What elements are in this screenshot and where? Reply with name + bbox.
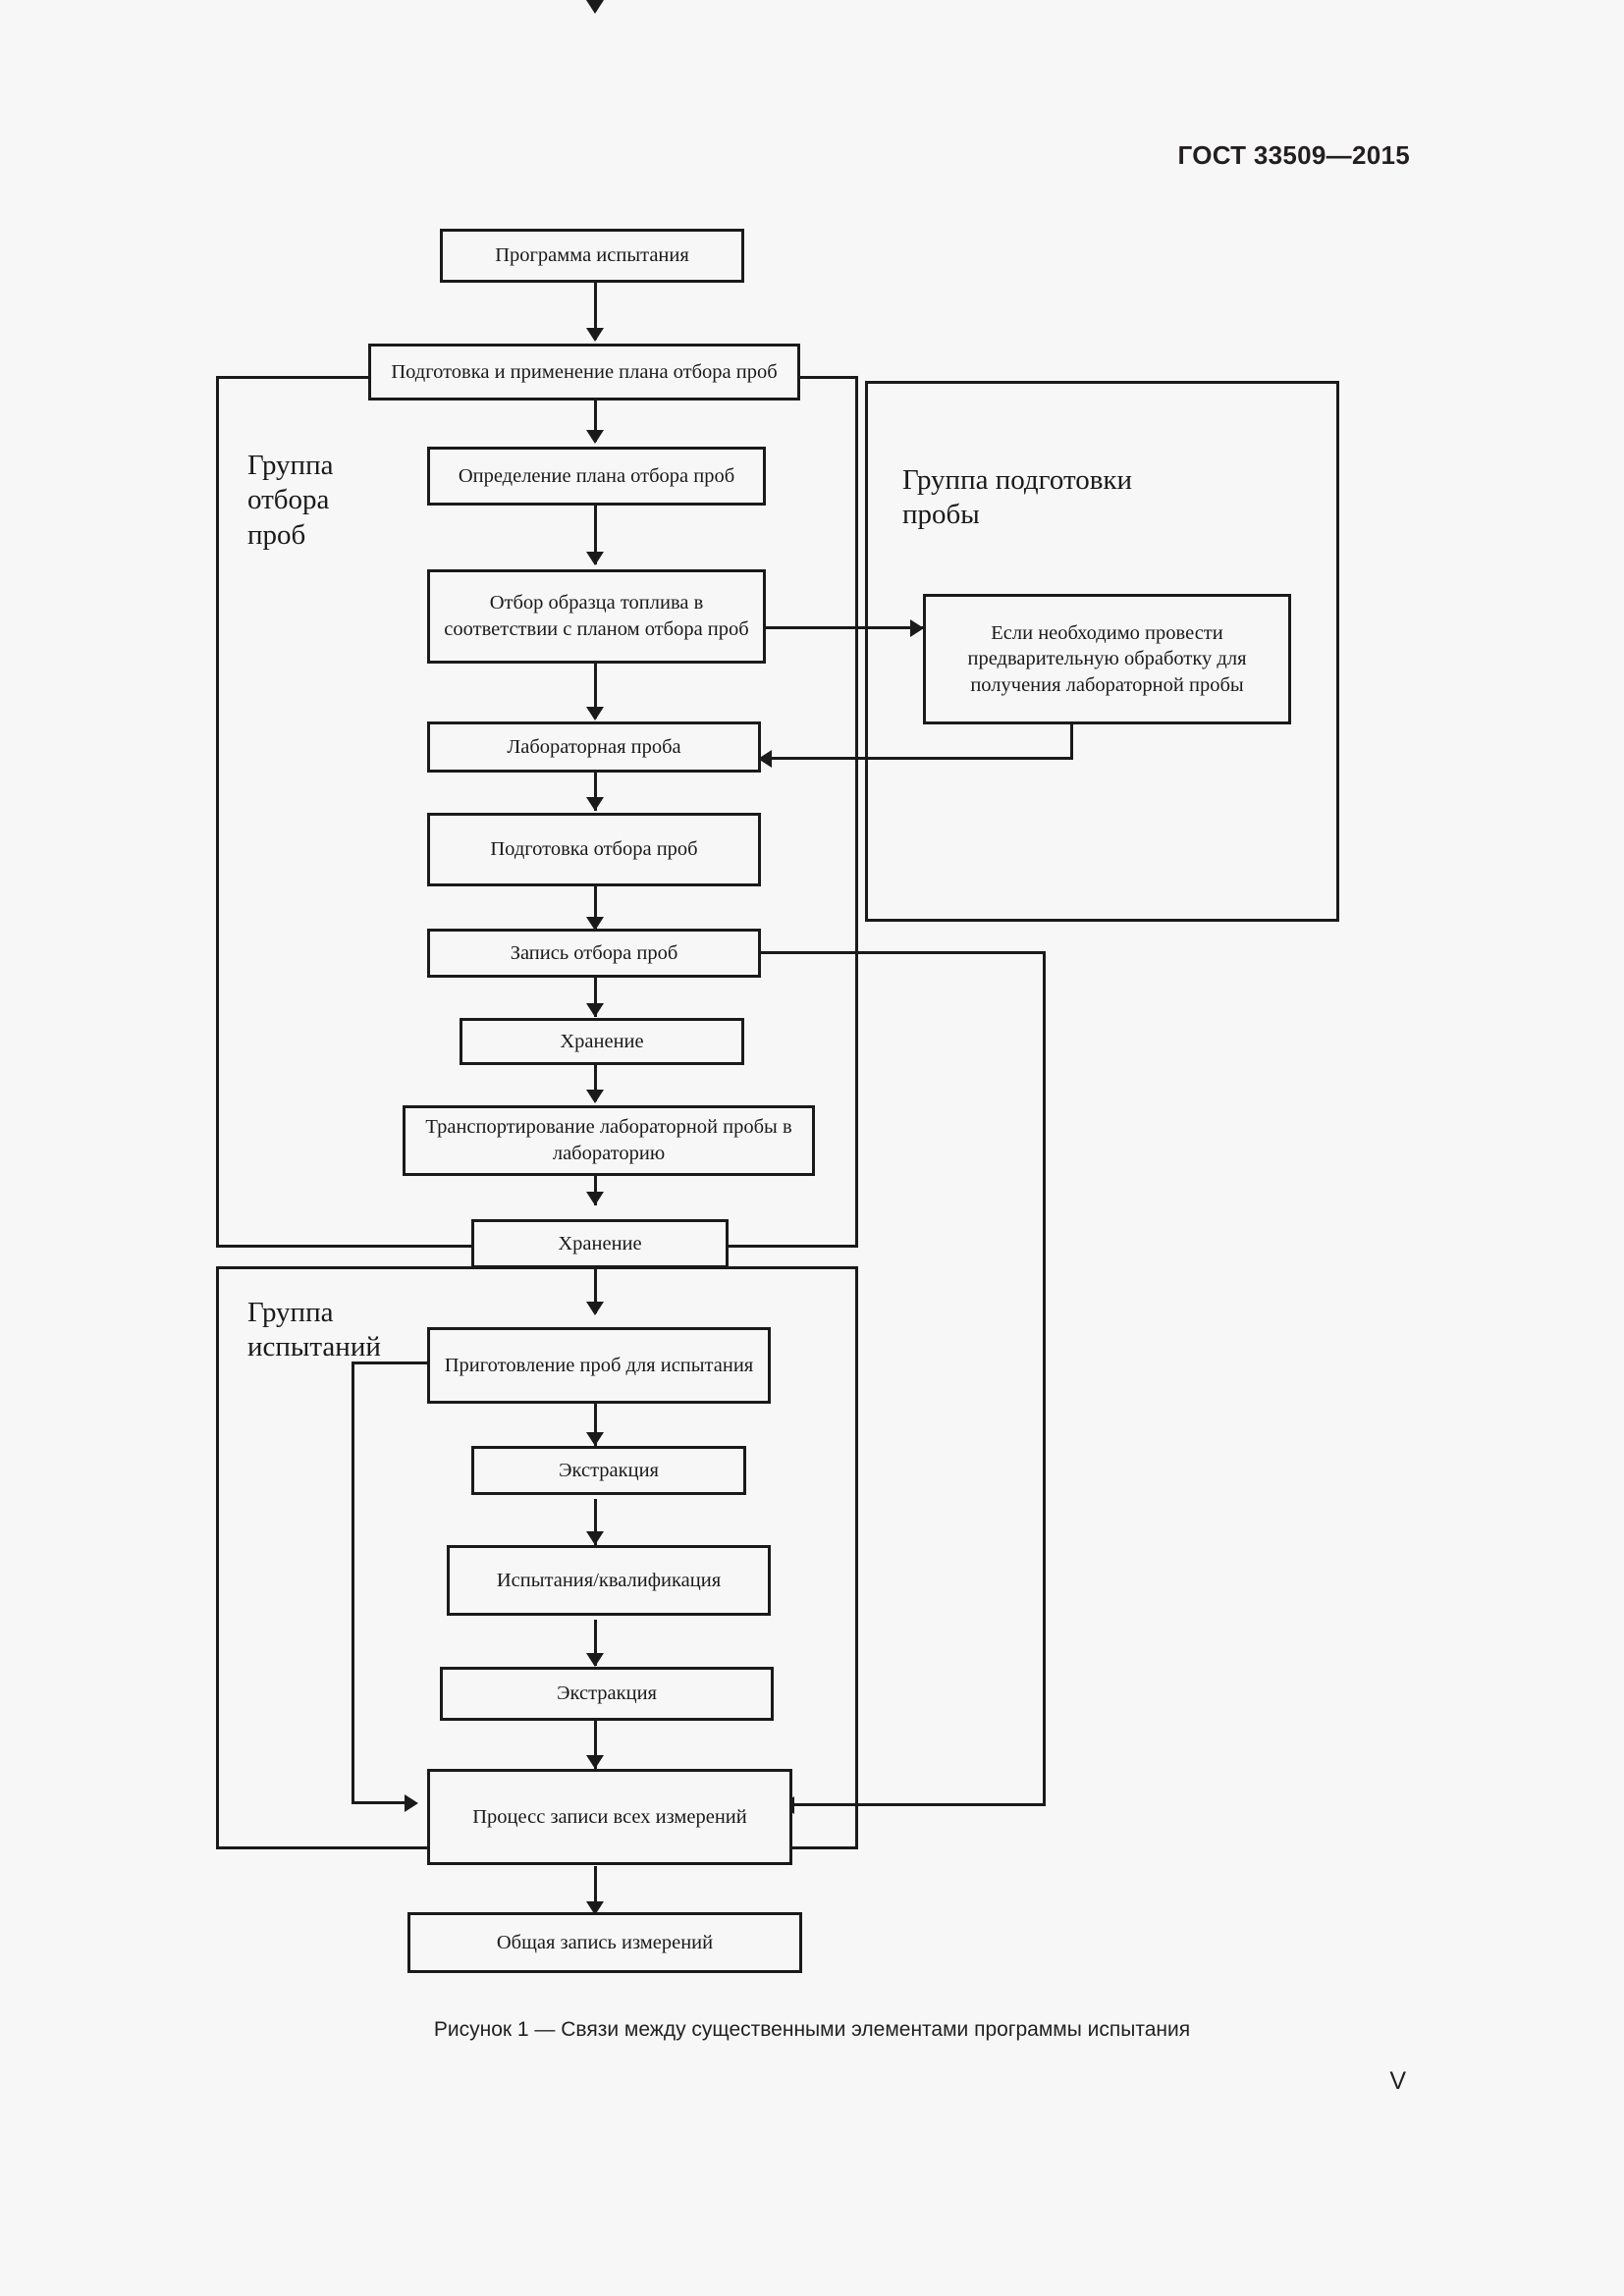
connector-feedback-from-test-prep <box>352 1362 430 1364</box>
node-transport-label: Транспортирование лабораторной пробы в л… <box>425 1116 792 1164</box>
connector-pretreatment-down <box>1070 724 1073 760</box>
group-label-sampling: Группа отбора проб <box>247 450 334 551</box>
connector-test-prep-to-extraction1 <box>594 1403 597 1447</box>
node-plan-prep-apply-label: Подготовка и применение плана отбора про… <box>391 360 778 383</box>
node-storage-1[interactable]: Хранение <box>460 1018 744 1065</box>
node-lab-sample-label: Лабораторная проба <box>507 735 681 758</box>
connector-testing-to-extraction2 <box>594 1620 597 1666</box>
connector-lab-sample-to-prep <box>594 757 597 811</box>
arrowhead-testing-to-extraction2 <box>586 1653 604 1667</box>
node-storage-1-label: Хранение <box>560 1030 644 1052</box>
node-storage-2[interactable]: Хранение <box>471 1219 729 1268</box>
node-storage-2-label: Хранение <box>558 1232 642 1255</box>
arrowhead-prep-to-record <box>586 917 604 931</box>
node-lab-sample[interactable]: Лабораторная проба <box>427 721 761 773</box>
node-sampling-prep-label: Подготовка отбора проб <box>490 838 698 861</box>
page-number: V <box>1389 2067 1406 2095</box>
node-extraction-1-label: Экстракция <box>559 1459 659 1481</box>
node-total-record-label: Общая запись измерений <box>496 1931 714 1953</box>
arrowhead-storage1-to-transport-2 <box>586 1090 604 1103</box>
connector-record-to-storage1 <box>594 974 597 1017</box>
node-record-process-label: Процесс записи всех измерений <box>472 1805 747 1828</box>
node-extraction-2-label: Экстракция <box>557 1682 657 1705</box>
group-frame-sample-preparation <box>865 381 1339 922</box>
connector-prep-to-record <box>594 872 597 929</box>
arrowhead-storage1-to-transport <box>586 0 604 14</box>
node-fuel-sampling[interactable]: Отбор образца топлива в соответствии с п… <box>427 569 766 664</box>
connector-feedback-into-process <box>352 1801 410 1804</box>
node-pretreatment[interactable]: Если необходимо провести предварительную… <box>923 594 1291 724</box>
arrowhead-fuel-sampling-to-lab-sample <box>586 707 604 721</box>
connector-extraction2-to-record-process <box>594 1720 597 1769</box>
group-label-sample-preparation: Группа подготовки пробы <box>902 464 1133 531</box>
node-test-program-label: Программа испытания <box>495 244 689 267</box>
arrowhead-extraction2-to-record-process <box>586 1755 604 1769</box>
arrowhead-feedback-into-process <box>405 1794 418 1812</box>
node-transport[interactable]: Транспортирование лабораторной пробы в л… <box>403 1105 815 1176</box>
arrowhead-lab-sample-to-prep <box>586 797 604 811</box>
arrowhead-extraction1-to-testing <box>586 1531 604 1545</box>
connector-plan-to-definition <box>594 400 597 442</box>
connector-fuel-sampling-to-lab-sample <box>594 664 597 719</box>
connector-fuel-sampling-to-pretreatment <box>761 626 925 629</box>
connector-storage1-to-transport <box>594 1057 597 1101</box>
node-sampling-prep[interactable]: Подготовка отбора проб <box>427 813 761 886</box>
arrowhead-transport-to-storage2 <box>586 1192 604 1205</box>
connector-feedback-down <box>352 1362 354 1804</box>
node-testing-qualification[interactable]: Испытания/квалификация <box>447 1545 771 1616</box>
node-total-record[interactable]: Общая запись измерений <box>407 1912 802 1973</box>
connector-storage2-to-test-prep <box>594 1266 597 1313</box>
arrowhead-storage2-to-test-prep <box>586 1302 604 1315</box>
node-sampling-record-label: Запись отбора проб <box>510 941 678 964</box>
node-pretreatment-label: Если необходимо провести предварительную… <box>967 621 1247 696</box>
connector-record-right <box>758 951 1046 954</box>
node-plan-definition[interactable]: Определение плана отбора проб <box>427 447 766 506</box>
arrowhead-process-to-total-record <box>586 1901 604 1915</box>
connector-process-to-total-record <box>594 1866 597 1913</box>
connector-record-into-process <box>785 1803 1046 1806</box>
arrowhead-program-to-plan <box>586 328 604 342</box>
node-fuel-sampling-label: Отбор образца топлива в соответствии с п… <box>444 592 749 640</box>
connector-record-down-long <box>1043 951 1046 1806</box>
node-testing-qualification-label: Испытания/квалификация <box>496 1569 722 1591</box>
connector-program-to-plan <box>594 283 597 340</box>
arrowhead-pretreatment-to-lab-sample <box>758 750 772 768</box>
node-record-process[interactable]: Процесс записи всех измерений <box>427 1769 792 1865</box>
node-sampling-record[interactable]: Запись отбора проб <box>427 929 761 978</box>
page-header-standard-number: ГОСТ 33509—2015 <box>1177 140 1410 170</box>
figure-caption: Рисунок 1 — Связи между существенными эл… <box>433 2018 1191 2041</box>
node-extraction-2[interactable]: Экстракция <box>440 1667 774 1721</box>
node-test-program[interactable]: Программа испытания <box>440 229 744 283</box>
arrowhead-record-to-storage1 <box>586 1003 604 1017</box>
arrowhead-plan-to-definition <box>586 430 604 444</box>
connector-definition-to-fuel-sampling <box>594 506 597 564</box>
node-extraction-1[interactable]: Экстракция <box>471 1446 746 1495</box>
group-label-testing: Группа испытаний <box>247 1297 381 1363</box>
arrowhead-definition-to-fuel-sampling <box>586 552 604 565</box>
connector-transport-to-storage2 <box>594 1162 597 1205</box>
connector-extraction1-to-testing <box>594 1499 597 1545</box>
node-plan-definition-label: Определение плана отбора проб <box>458 464 735 487</box>
node-test-sample-prep[interactable]: Приготовление проб для испытания <box>427 1327 771 1404</box>
arrowhead-fuel-sampling-to-pretreatment <box>910 619 924 637</box>
connector-pretreatment-left-upper <box>761 757 1073 760</box>
node-test-sample-prep-label: Приготовление проб для испытания <box>444 1354 754 1376</box>
node-plan-prep-apply[interactable]: Подготовка и применение плана отбора про… <box>368 344 800 400</box>
arrowhead-test-prep-to-extraction1 <box>586 1432 604 1446</box>
